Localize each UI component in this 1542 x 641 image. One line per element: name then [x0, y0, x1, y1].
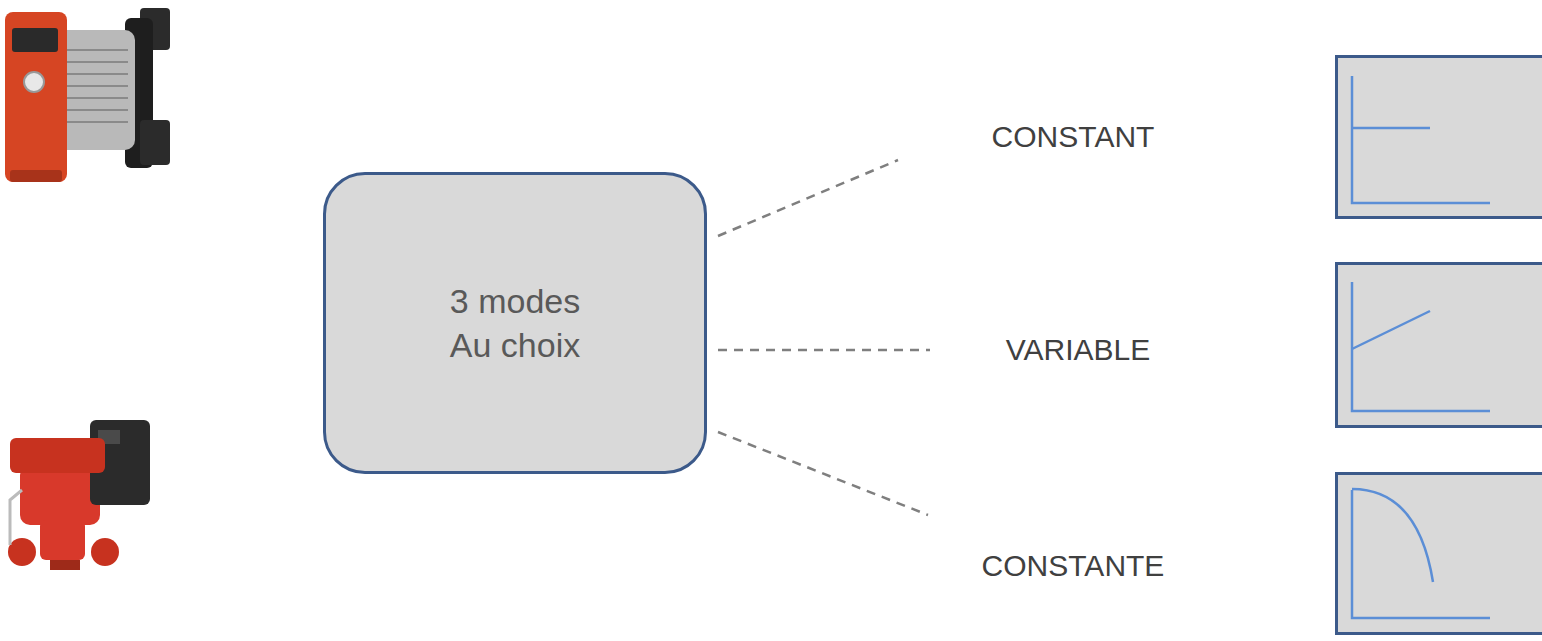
circulator-pump [5, 8, 170, 182]
mode-label: CONSTANT [992, 120, 1155, 154]
mode-box: 3 modes Au choix [323, 172, 707, 474]
mode-label: CONSTANTE [982, 549, 1165, 583]
inline-pump [8, 420, 150, 570]
mode-graph [1337, 57, 1542, 634]
mode-label: VARIABLE [1006, 333, 1151, 367]
box-text: 3 modes Au choix [445, 279, 585, 367]
leader-line [718, 160, 930, 515]
